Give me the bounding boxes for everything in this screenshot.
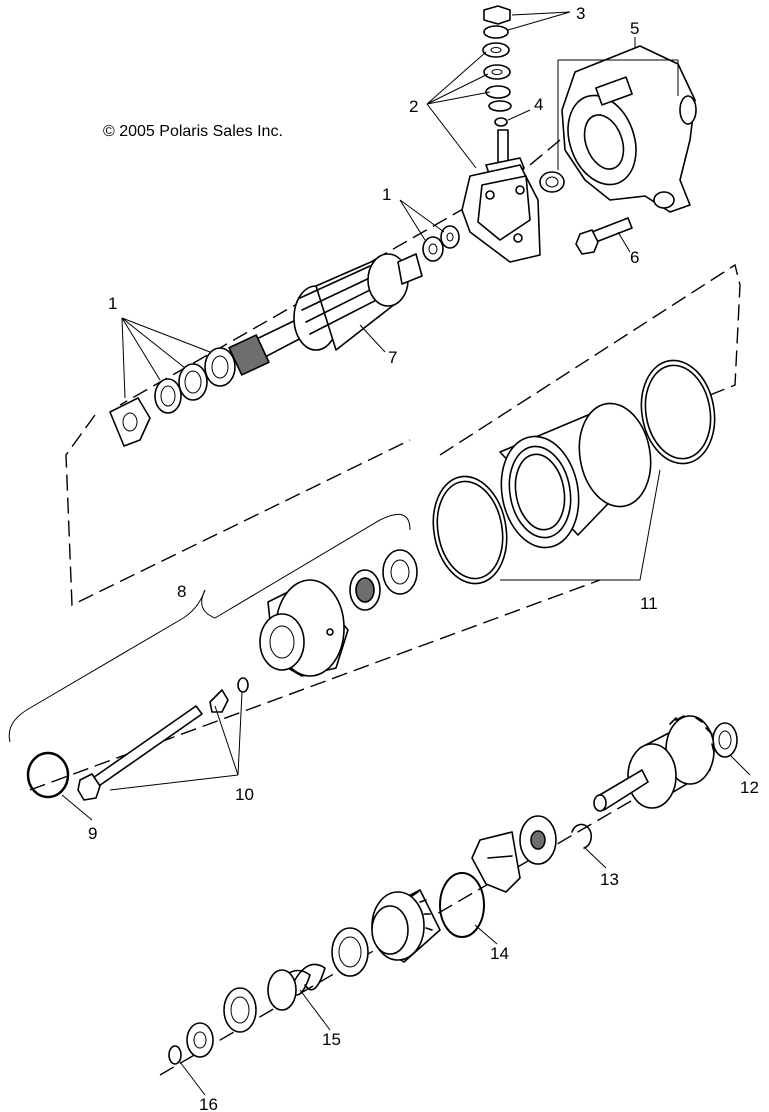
callout-5: 5 (630, 19, 639, 38)
callout-16: 16 (199, 1095, 218, 1112)
through-bolt (77, 677, 249, 801)
left-washers (109, 347, 236, 447)
yoke-housing (432, 359, 716, 585)
brush-plate (461, 129, 541, 263)
spring-and-collars (168, 927, 369, 1065)
callout-2: 2 (409, 97, 418, 116)
copyright-text: © 2005 Polaris Sales Inc. (103, 123, 283, 140)
front-bracket (259, 549, 418, 677)
callout-1-left: 1 (108, 294, 117, 313)
callout-6: 6 (630, 248, 639, 267)
callout-4: 4 (534, 95, 543, 114)
clutch-assembly (371, 831, 521, 963)
callout-13: 13 (600, 870, 619, 889)
pinion-shaft (519, 715, 738, 865)
armature (228, 253, 423, 376)
callout-9: 9 (88, 824, 97, 843)
callout-8: 8 (177, 582, 186, 601)
callout-14: 14 (490, 944, 509, 963)
callout-10: 10 (235, 785, 254, 804)
callout-15: 15 (322, 1030, 341, 1049)
callout-11: 11 (640, 594, 658, 613)
leader-lines (8, 11, 751, 1096)
callout-3: 3 (576, 4, 585, 23)
o-ring (26, 751, 70, 799)
callout-12: 12 (740, 778, 759, 797)
housing-bolt (575, 217, 633, 255)
nut-washer-stack (482, 5, 512, 127)
callout-7: 7 (388, 348, 397, 367)
upper-washers (422, 225, 460, 262)
callout-1-upper: 1 (382, 185, 391, 204)
callout-labels: 3 2 4 5 6 1 1 7 8 11 10 9 12 13 14 15 16 (88, 4, 759, 1112)
end-housing (539, 45, 697, 213)
